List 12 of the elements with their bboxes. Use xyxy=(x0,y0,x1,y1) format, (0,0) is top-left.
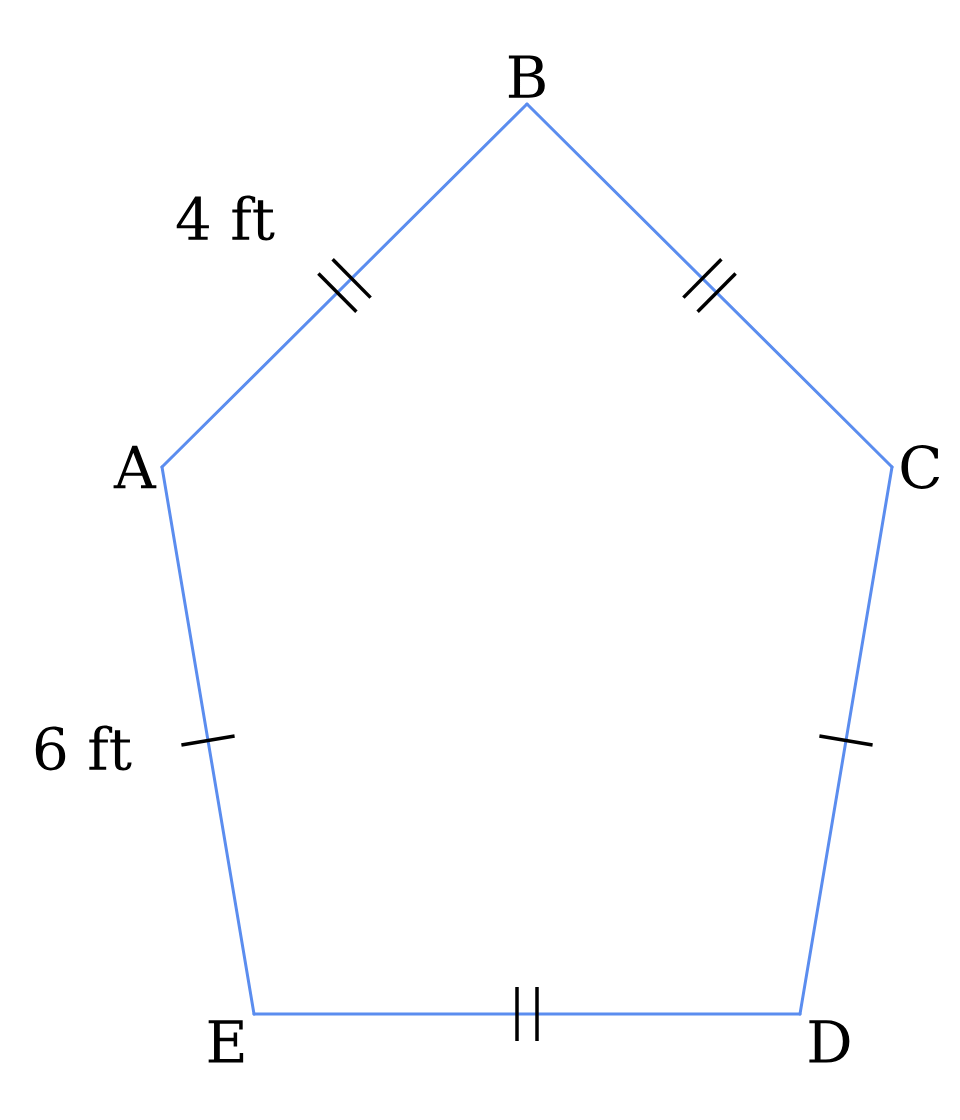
vertex-label: D xyxy=(809,1020,850,1063)
vertex-label: A xyxy=(113,445,157,489)
polygon-side xyxy=(525,102,894,469)
polygon-side xyxy=(160,102,529,469)
edge-label: 6 ft xyxy=(35,725,132,771)
polygon-side xyxy=(798,465,894,1016)
vertex-label: B xyxy=(508,55,545,98)
polygon-side xyxy=(160,465,256,1016)
polygon-side xyxy=(252,1012,802,1016)
vertex-label: E xyxy=(208,1020,244,1063)
edge-label: 4 ft xyxy=(176,195,275,241)
vertex-label: C xyxy=(901,445,940,489)
